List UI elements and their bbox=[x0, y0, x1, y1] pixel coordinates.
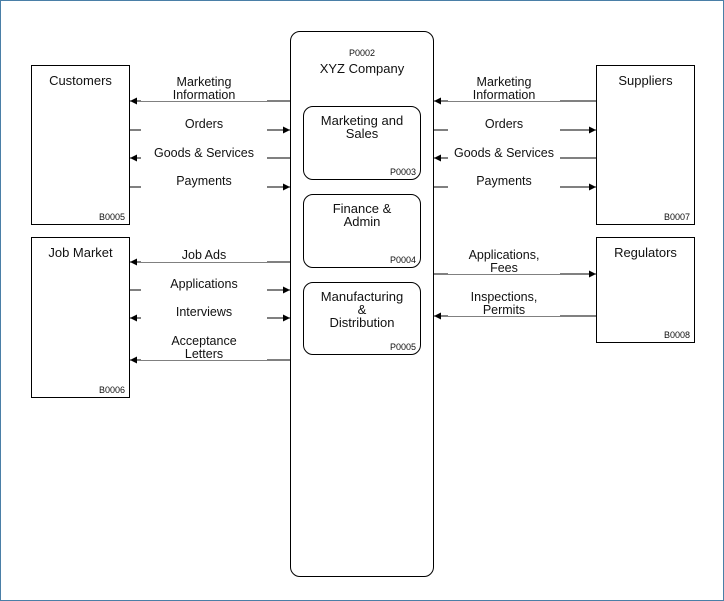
flow-label: Marketing Information bbox=[141, 76, 267, 101]
flow-label: Goods & Services bbox=[448, 147, 560, 160]
entity-name: Regulators bbox=[614, 245, 677, 260]
flow-label: Marketing Information bbox=[448, 76, 560, 101]
process-code: P0004 bbox=[389, 255, 416, 265]
process-finance-admin: Finance & Admin P0004 bbox=[303, 194, 421, 268]
process-code: P0003 bbox=[389, 167, 416, 177]
entity-job-market: Job Market B0006 bbox=[31, 237, 130, 398]
entity-code: B0006 bbox=[98, 385, 125, 395]
entity-customers: Customers B0005 bbox=[31, 65, 130, 225]
process-marketing-sales: Marketing and Sales P0003 bbox=[303, 106, 421, 180]
flow-label: Acceptance Letters bbox=[141, 335, 267, 360]
company-name: XYZ Company bbox=[319, 61, 405, 76]
flow-label: Orders bbox=[141, 118, 267, 131]
flow-label: Payments bbox=[448, 175, 560, 188]
entity-name: Customers bbox=[49, 73, 112, 88]
company-code: P0002 bbox=[348, 48, 376, 58]
process-code: P0005 bbox=[389, 342, 416, 352]
flow-label: Goods & Services bbox=[141, 147, 267, 160]
flow-label: Applications, Fees bbox=[448, 249, 560, 274]
process-name: Marketing and Sales bbox=[320, 113, 404, 141]
entity-suppliers: Suppliers B0007 bbox=[596, 65, 695, 225]
flow-label: Job Ads bbox=[141, 249, 267, 262]
process-manufacturing-distribution: Manufacturing & Distribution P0005 bbox=[303, 282, 421, 355]
entity-name: Job Market bbox=[48, 245, 113, 260]
flow-label: Interviews bbox=[141, 306, 267, 319]
flow-label: Applications bbox=[141, 278, 267, 291]
process-name: Manufacturing & Distribution bbox=[320, 289, 404, 330]
entity-regulators: Regulators B0008 bbox=[596, 237, 695, 343]
entity-code: B0005 bbox=[98, 212, 125, 222]
entity-code: B0008 bbox=[663, 330, 690, 340]
process-name: Finance & Admin bbox=[332, 201, 392, 229]
entity-code: B0007 bbox=[663, 212, 690, 222]
flow-label: Payments bbox=[141, 175, 267, 188]
flow-label: Orders bbox=[448, 118, 560, 131]
entity-name: Suppliers bbox=[618, 73, 673, 88]
flow-label: Inspections, Permits bbox=[448, 291, 560, 316]
